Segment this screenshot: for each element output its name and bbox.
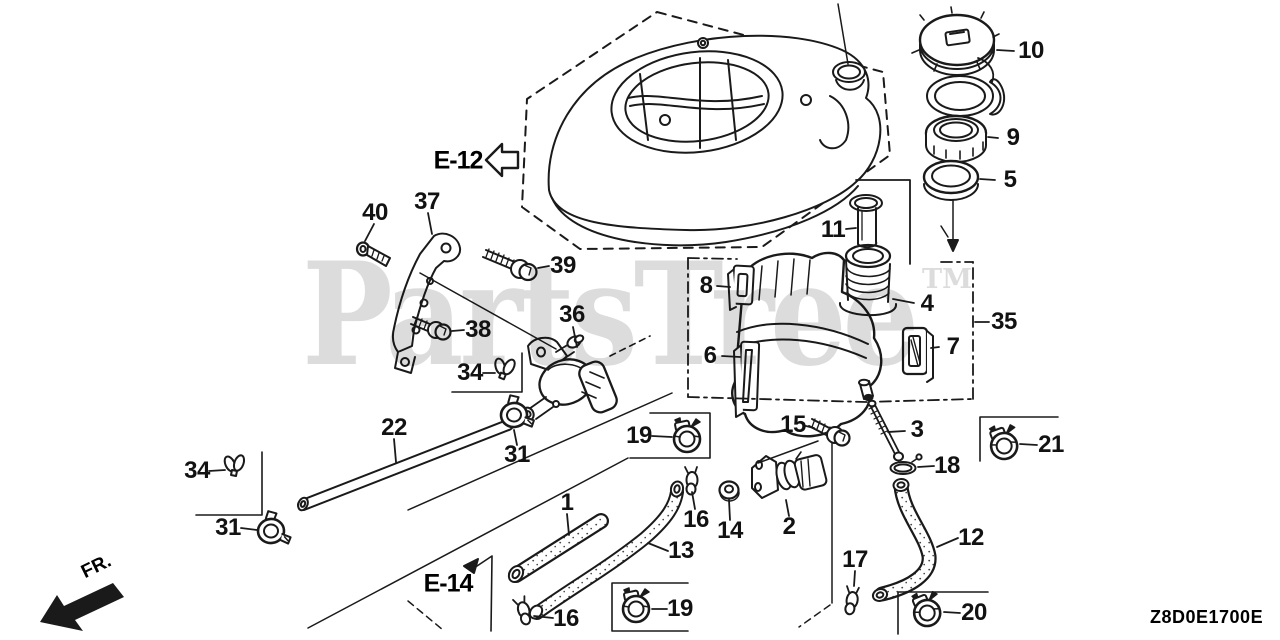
fuel-valve xyxy=(521,334,651,422)
callout-37: 37 xyxy=(414,188,440,215)
tank-mount-rubber-7 xyxy=(901,326,934,383)
callout-18: 18 xyxy=(934,452,960,479)
callout-16-upper: 16 xyxy=(683,506,709,533)
callout-40: 40 xyxy=(362,199,388,226)
engine-cover-reference xyxy=(521,3,891,250)
callout-14: 14 xyxy=(717,517,743,544)
tank-mount-rubber-6 xyxy=(733,340,761,418)
alignment-lines xyxy=(307,272,833,631)
section-ref-e14: E-14 xyxy=(423,569,474,598)
diagram-code: Z8D0E1700E xyxy=(1150,607,1264,627)
bolt-38 xyxy=(410,316,452,341)
callout-2: 2 xyxy=(782,513,796,540)
tank-group-box-35 xyxy=(687,179,974,403)
fuel-tank xyxy=(731,243,897,438)
callout-1: 1 xyxy=(560,489,574,516)
callout-16-lower: 16 xyxy=(553,605,579,632)
callout-7: 7 xyxy=(946,333,960,360)
washer-14 xyxy=(718,480,740,502)
callout-34-upper: 34 xyxy=(457,359,483,386)
cap-seal-ring xyxy=(922,159,980,201)
callout-9: 9 xyxy=(1006,124,1020,151)
bolt-39 xyxy=(482,248,538,282)
e14-arrow-icon xyxy=(463,555,493,632)
hose-clamp-20-icon xyxy=(909,588,944,630)
hose-clip-17-icon xyxy=(842,585,861,617)
hose-clip-16-lower-icon xyxy=(512,594,535,628)
callout-38: 38 xyxy=(465,316,491,343)
callout-39: 39 xyxy=(550,252,576,279)
hose-clamp-19-lower-icon xyxy=(621,586,651,624)
callout-13: 13 xyxy=(668,537,694,564)
washer-18 xyxy=(889,453,923,475)
callout-19-lower: 19 xyxy=(667,595,693,622)
callout-4: 4 xyxy=(920,290,934,317)
callout-12: 12 xyxy=(958,524,984,551)
hose-clamp-19-upper-icon xyxy=(672,416,702,454)
callout-17: 17 xyxy=(842,546,868,573)
callout-10: 10 xyxy=(1018,37,1044,64)
fuel-hose-1 xyxy=(507,513,609,583)
front-direction-arrow-icon xyxy=(40,583,124,631)
callout-31-lower: 31 xyxy=(215,514,241,541)
callout-3: 3 xyxy=(910,416,924,443)
callout-22: 22 xyxy=(381,414,407,441)
fuel-filter xyxy=(849,194,883,249)
hose-clip-16-upper-icon xyxy=(684,466,699,496)
callout-6: 6 xyxy=(703,342,717,369)
callout-21: 21 xyxy=(1038,431,1064,458)
section-ref-e12: E-12 xyxy=(433,146,484,175)
callout-35: 35 xyxy=(991,308,1017,335)
tank-bracket xyxy=(391,232,462,374)
hose-clamp-21-icon xyxy=(987,422,1021,462)
callout-brackets xyxy=(195,352,1059,635)
callout-8: 8 xyxy=(699,272,713,299)
screw-40 xyxy=(355,241,391,267)
joint-rod-3 xyxy=(867,399,904,462)
callout-15: 15 xyxy=(780,411,806,438)
callout-19-upper: 19 xyxy=(626,422,652,449)
tube-clip-34-upper-icon xyxy=(489,354,519,382)
tank-mount-rubber-8 xyxy=(727,264,755,311)
callout-31-upper: 31 xyxy=(504,441,530,468)
bolt-15 xyxy=(808,418,851,447)
callout-36: 36 xyxy=(559,301,585,328)
callout-5: 5 xyxy=(1003,166,1017,193)
cap-tether-ring xyxy=(926,57,1006,117)
fuel-hose-13 xyxy=(528,480,685,620)
callout-11: 11 xyxy=(820,216,846,243)
callout-leaders xyxy=(208,49,1038,619)
fuel-cap xyxy=(911,6,1000,76)
fuel-joint-2 xyxy=(751,451,828,499)
fuel-hose-12 xyxy=(871,477,937,602)
seal-alignment-arrow xyxy=(940,199,959,252)
e12-arrow-icon xyxy=(484,142,520,178)
callout-20: 20 xyxy=(961,599,987,626)
cap-ring-nut xyxy=(924,114,988,163)
tube-clip-34-lower-icon xyxy=(221,452,247,477)
callout-34-lower: 34 xyxy=(184,457,210,484)
fuel-tube-22 xyxy=(297,419,514,512)
